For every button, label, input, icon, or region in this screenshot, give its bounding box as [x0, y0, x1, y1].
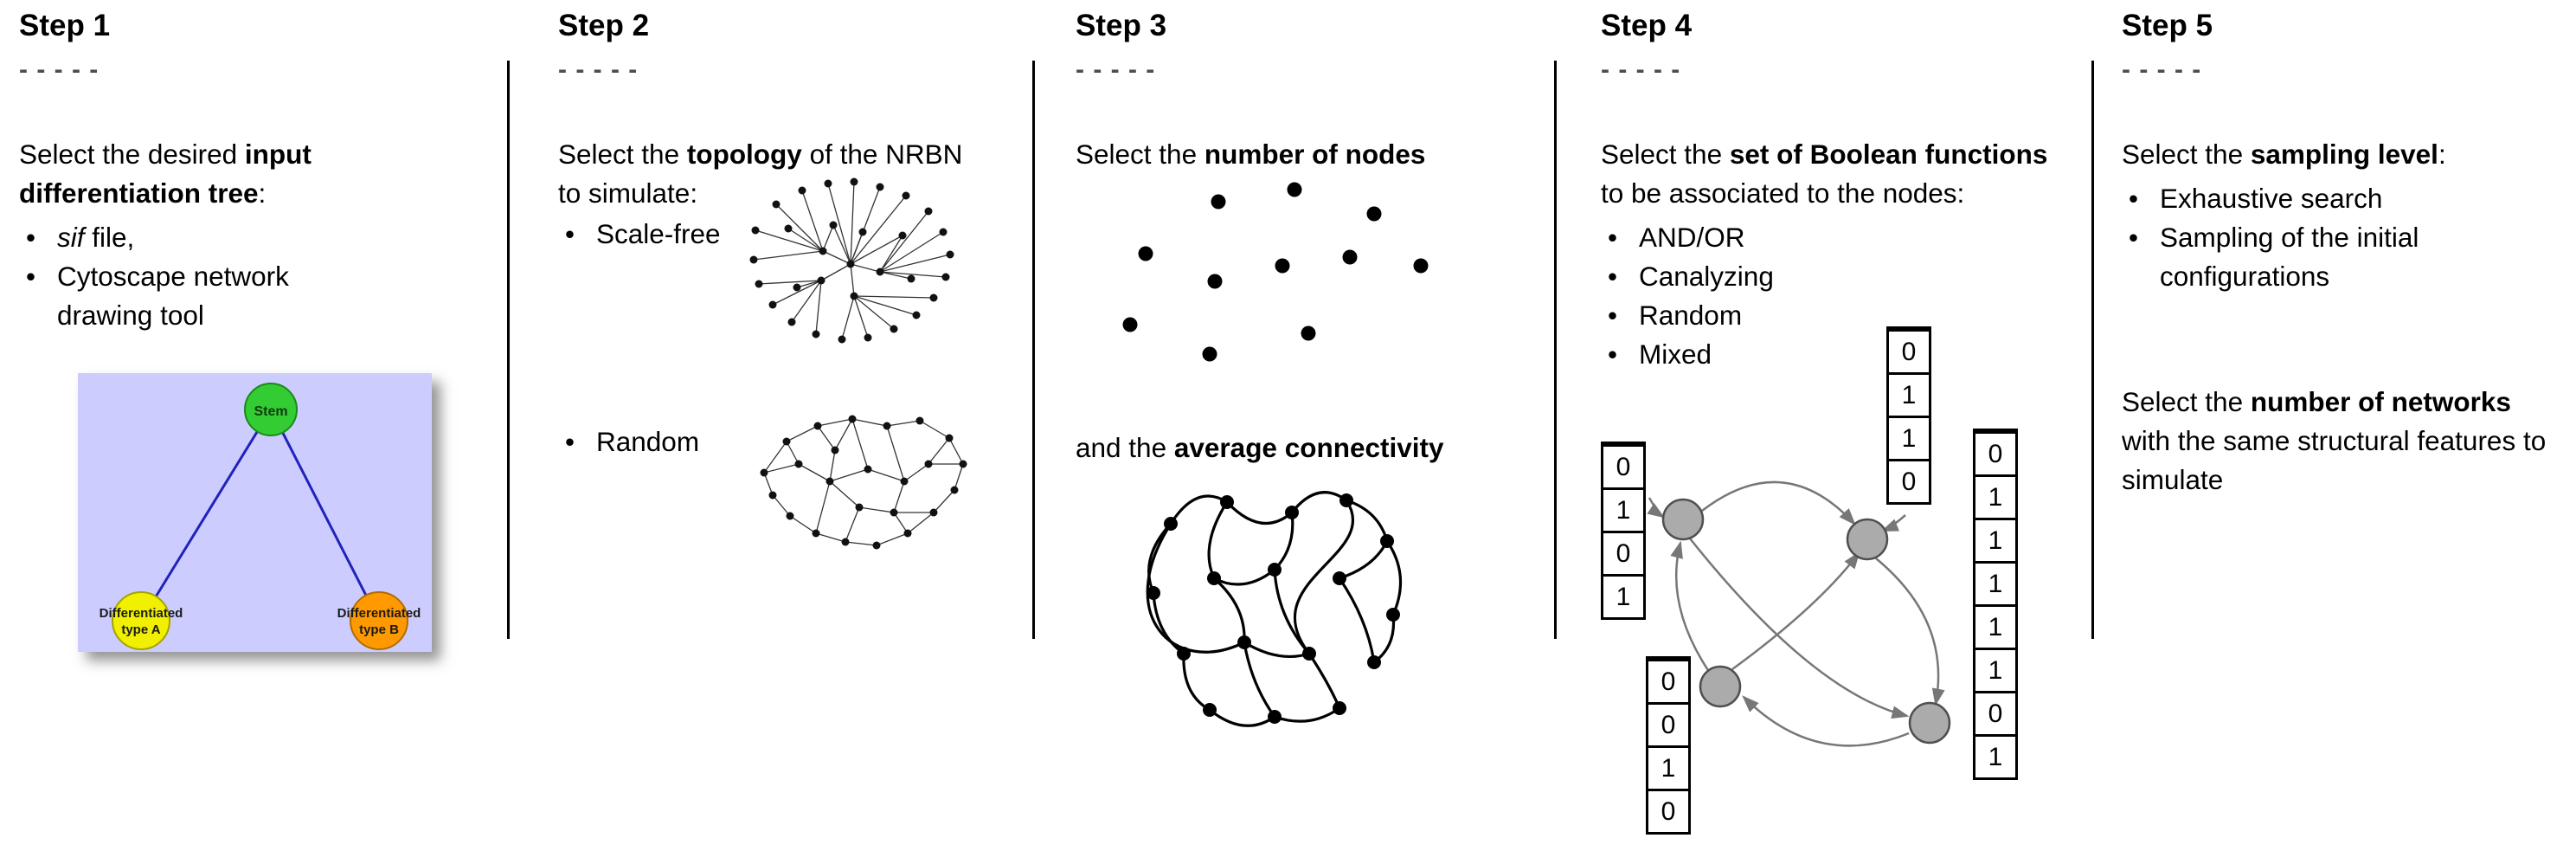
- option-sif-file: sif file,: [19, 218, 365, 257]
- network-node-4: [1908, 701, 1951, 745]
- step-3-title: Step 3: [1076, 9, 1167, 42]
- column-divider-1: [507, 61, 510, 639]
- differentiated-type-b-node: [350, 591, 408, 651]
- truth-table-cell: 1: [1648, 745, 1688, 789]
- truth-table-cell: 1: [1975, 648, 2015, 691]
- network-node-2: [1846, 518, 1889, 561]
- option-cytoscape: Cytoscape network drawing tool: [19, 257, 365, 335]
- step-1-dashes: - - - - -: [19, 55, 100, 84]
- step-5-title: Step 5: [2122, 9, 2213, 42]
- boolean-function-option: Canalyzing: [1601, 257, 2051, 296]
- boolean-function-option: Mixed: [1601, 335, 2051, 374]
- truth-table-cell: 0: [1975, 691, 2015, 734]
- step-1-column: Step 1 - - - - - Select the desired inpu…: [19, 0, 493, 851]
- option-scale-free: Scale-free: [558, 218, 721, 250]
- step-5-intro: Select the sampling level:: [2122, 139, 2446, 170]
- column-divider-3: [1554, 61, 1557, 639]
- svg-text:type B: type B: [359, 622, 399, 637]
- scale-free-network-graphic: [749, 177, 954, 344]
- svg-text:Differentiated: Differentiated: [100, 606, 183, 621]
- truth-table-cell: 0: [1889, 329, 1929, 372]
- truth-table-cell: 0: [1889, 459, 1929, 502]
- svg-text:type A: type A: [121, 622, 160, 637]
- stem-label: Stem: [254, 404, 287, 419]
- step-2-title: Step 2: [558, 9, 650, 42]
- truth-table-cell: 0: [1648, 702, 1688, 745]
- truth-table-cell: 0: [1603, 531, 1643, 574]
- tree-edge-left: [139, 409, 273, 622]
- svg-text:Differentiated: Differentiated: [337, 606, 421, 621]
- truth-table-cell: 1: [1975, 474, 2015, 518]
- network-node-1: [1661, 498, 1705, 541]
- boolean-function-option: Random: [1601, 296, 2051, 335]
- step-4-column: Step 4 - - - - - Select the set of Boole…: [1601, 0, 2051, 851]
- boolean-function-option: AND/OR: [1601, 218, 2051, 257]
- truth-table-cell: 1: [1889, 416, 1929, 459]
- step-5-dashes: - - - - -: [2122, 55, 2202, 84]
- step-3-intro: Select the number of nodes: [1076, 139, 1426, 170]
- truth-table-cell: 1: [1975, 604, 2015, 648]
- step-3-connectivity-text: and the average connectivity: [1076, 432, 1444, 463]
- step-5-options: Exhaustive searchSampling of the initial…: [2122, 179, 2559, 296]
- step-4-intro: Select the set of Boolean functions to b…: [1601, 139, 2048, 210]
- sampling-option: Exhaustive search: [2122, 179, 2559, 218]
- step-1-options: sif file, Cytoscape network drawing tool: [19, 218, 365, 335]
- average-connectivity-graphic: [1146, 491, 1403, 727]
- differentiated-type-a-node: [112, 591, 170, 651]
- column-divider-4: [2091, 61, 2094, 639]
- step-1-intro: Select the desired input differentiation…: [19, 139, 312, 210]
- step-5-networks-text: Select the number of networks with the s…: [2122, 386, 2547, 496]
- tree-edge-right: [269, 409, 381, 622]
- step-3-column: Step 3 - - - - - Select the number of no…: [1076, 0, 1543, 851]
- step-5-column: Step 5 - - - - - Select the sampling lev…: [2122, 0, 2559, 851]
- nodes-dots-graphic: [1122, 182, 1429, 362]
- differentiation-tree-graphic: Stem Differentiated type A Differentiate…: [78, 373, 432, 653]
- boolean-network-graphic: [1647, 480, 1951, 747]
- truth-table-cell: 1: [1975, 561, 2015, 604]
- truth-table-cell: 0: [1603, 444, 1643, 487]
- truth-table-cell: 1: [1603, 487, 1643, 531]
- truth-table-cell: 1: [1975, 518, 2015, 561]
- step-2-column: Step 2 - - - - - Select the topology of …: [558, 0, 973, 851]
- step-1-title: Step 1: [19, 9, 111, 42]
- truth-table-cell: 0: [1975, 431, 2015, 474]
- step-2-dashes: - - - - -: [558, 55, 639, 84]
- option-random-topology: Random: [558, 426, 699, 458]
- truth-table-cell: 1: [1603, 574, 1643, 617]
- sampling-option: Sampling of the initial configurations: [2122, 218, 2559, 296]
- random-network-graphic: [760, 415, 967, 550]
- step-4-title: Step 4: [1601, 9, 1693, 42]
- step-2-intro: Select the topology of the NRBN to simul…: [558, 139, 963, 210]
- network-node-3: [1699, 665, 1742, 708]
- step-4-dashes: - - - - -: [1601, 55, 1681, 84]
- truth-table-cell: 1: [1975, 734, 2015, 777]
- stem-node: [244, 383, 298, 437]
- truth-table-cell: 0: [1648, 659, 1688, 702]
- column-divider-2: [1032, 61, 1035, 639]
- differentiation-tree-figure: Stem Differentiated type A Differentiate…: [78, 373, 432, 653]
- truth-table-cell: 0: [1648, 789, 1688, 832]
- step-4-options: AND/ORCanalyzingRandomMixed: [1601, 218, 2051, 374]
- step-3-dashes: - - - - -: [1076, 55, 1156, 84]
- truth-table-cell: 1: [1889, 372, 1929, 416]
